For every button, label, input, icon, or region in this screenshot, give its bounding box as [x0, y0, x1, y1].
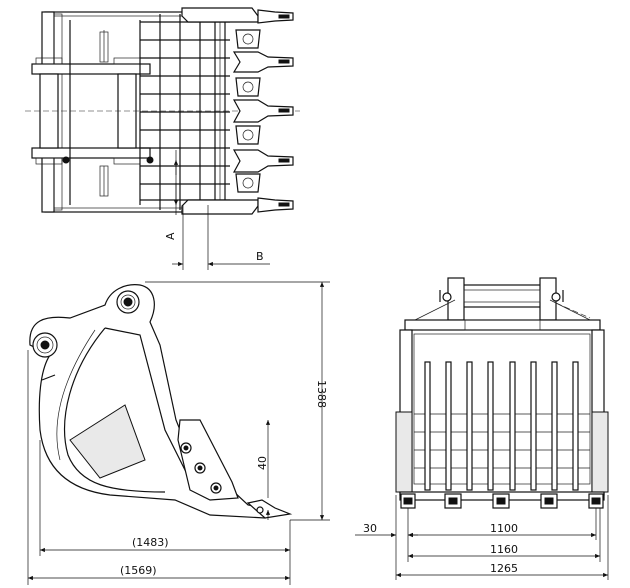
- top-view-teeth: [232, 9, 294, 213]
- dimension-width-1100: 1100: [490, 522, 518, 535]
- dimension-label-a: A: [164, 232, 177, 240]
- side-view: 1388 40 (1483) (1569): [27, 281, 330, 585]
- dimension-depth-40: 40: [256, 456, 269, 470]
- top-view: A B: [25, 7, 300, 270]
- front-view-tines: [424, 361, 579, 491]
- front-view: 30 1100 1160 1265: [355, 277, 609, 580]
- dimension-label-b: B: [256, 250, 264, 263]
- dimension-height-1388: 1388: [315, 380, 328, 408]
- dimension-length-1569: (1569): [120, 564, 157, 577]
- dimension-side-30: 30: [363, 522, 377, 535]
- dimension-width-1265: 1265: [490, 562, 518, 575]
- dimension-width-1160: 1160: [490, 543, 518, 556]
- dimension-length-1483: (1483): [132, 536, 169, 549]
